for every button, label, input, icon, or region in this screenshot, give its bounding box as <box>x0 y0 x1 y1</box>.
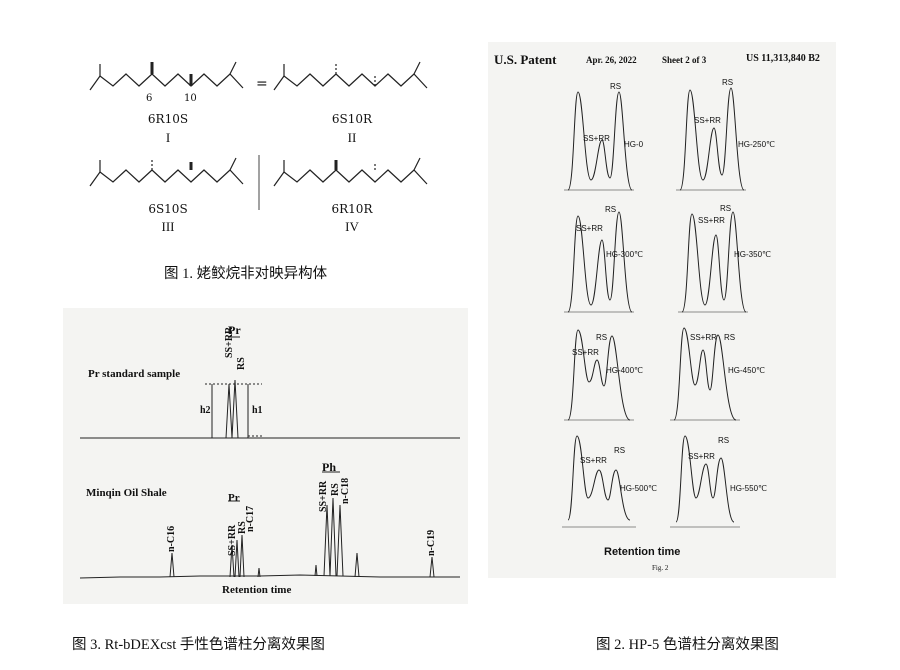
oil-shale-baseline <box>79 574 460 579</box>
panel-hg400-ssrr: SS+RR <box>572 348 599 357</box>
panel-hg450-trace <box>673 327 737 421</box>
panel-hg0-ssrr: SS+RR <box>583 134 610 143</box>
position-6-label: 6 <box>146 93 153 104</box>
panel-hg300-name: HG-300℃ <box>606 250 643 259</box>
panel-hg500-name: HG-500℃ <box>620 484 657 493</box>
panel-hg550-ssrr: SS+RR <box>688 452 715 461</box>
panel-hg350-rs: RS <box>720 204 732 213</box>
isomer-i-name: 6R10S <box>147 112 189 126</box>
oil-peak-c17 <box>239 534 245 578</box>
oil-peak-pr-ss <box>229 544 235 578</box>
figure-2-x-label: Retention time <box>604 546 681 558</box>
oil-shale-label: Minqin Oil Shale <box>86 487 167 499</box>
h1-label: h1 <box>252 405 263 416</box>
panel-hg550-rs: RS <box>718 436 730 445</box>
panel-hg400-rs: RS <box>596 333 608 342</box>
panel-hg250-rs: RS <box>722 78 734 87</box>
figure-3-scan <box>63 308 468 604</box>
isomer-ii-name: 6S10R <box>331 112 373 126</box>
panel-hg350-trace <box>681 211 747 313</box>
panel-hg550-trace <box>675 435 735 523</box>
isomer-i-roman: I <box>165 130 171 145</box>
panel-hg450-rs: RS <box>724 333 736 342</box>
figure-3-x-label: Retention time <box>222 584 292 596</box>
panel-hg550-name: HG-550℃ <box>730 484 767 493</box>
panel-hg300-rs: RS <box>605 205 617 214</box>
panel-hg300-ssrr: SS+RR <box>576 224 603 233</box>
patent-sheet: Sheet 2 of 3 <box>662 55 707 65</box>
oil-peak-pr-rs <box>234 539 240 578</box>
standard-peak-rs <box>231 379 239 439</box>
figure-1-caption: 图 1. 姥鲛烷非对映异构体 <box>164 266 328 282</box>
pr-label: Pr <box>228 323 241 337</box>
oil-pr-label: Pr <box>228 492 240 504</box>
isomer-ii-roman: II <box>347 130 357 145</box>
panel-hg0-trace <box>567 91 633 191</box>
equals-sign: = <box>256 76 268 92</box>
ph-label: Ph <box>322 460 337 474</box>
patent-number: US 11,313,840 B2 <box>746 53 820 64</box>
panel-hg450-name: HG-450℃ <box>728 366 765 375</box>
panel-hg500-ssrr: SS+RR <box>580 456 607 465</box>
panel-hg0-rs: RS <box>610 82 622 91</box>
figure-2-caption: 图 2. HP-5 色谱柱分离效果图 <box>596 637 779 653</box>
panel-hg250-name: HG-250℃ <box>738 140 775 149</box>
panel-hg0-name: HG-0 <box>624 140 644 149</box>
isomer-iv-name: 6R10R <box>331 202 373 216</box>
panel-hg350-ssrr: SS+RR <box>698 216 725 225</box>
panel-hg400-trace <box>567 329 631 421</box>
oil-peak-c16 <box>169 552 175 578</box>
structure-i-chain <box>89 73 244 91</box>
isomer-iii-name: 6S10S <box>148 202 188 216</box>
oil-peak-c18 <box>336 504 344 577</box>
position-10-label: 10 <box>184 93 197 104</box>
panel-hg400-name: HG-400℃ <box>606 366 643 375</box>
patent-title: U.S. Patent <box>494 52 557 67</box>
panel-hg250-trace <box>679 87 745 191</box>
figure-3-caption: 图 3. Rt-bDEXcst 手性色谱柱分离效果图 <box>72 637 325 653</box>
figure-2-fig-label: Fig. 2 <box>652 564 669 572</box>
h2-label: h2 <box>200 405 211 416</box>
panel-hg300-trace <box>567 211 633 313</box>
oil-peak-ph-ss <box>323 504 331 577</box>
figure-2-scan <box>488 42 836 578</box>
isomer-iii-roman: III <box>161 219 175 234</box>
oil-peak-ph-rs <box>329 497 337 577</box>
standard-sample-label: Pr standard sample <box>88 368 181 380</box>
isomer-iv-roman: IV <box>345 219 359 234</box>
panel-hg250-ssrr: SS+RR <box>694 116 721 125</box>
structure-ii-chain <box>273 73 428 91</box>
panel-hg450-ssrr: SS+RR <box>690 333 717 342</box>
patent-date: Apr. 26, 2022 <box>586 55 637 65</box>
panel-hg500-trace <box>567 435 631 521</box>
panel-hg500-rs: RS <box>614 446 626 455</box>
panel-hg350-name: HG-350℃ <box>734 250 771 259</box>
oil-peak-c19 <box>429 556 435 578</box>
structure-iv-chain <box>273 169 428 187</box>
structure-iii-chain <box>89 169 244 187</box>
